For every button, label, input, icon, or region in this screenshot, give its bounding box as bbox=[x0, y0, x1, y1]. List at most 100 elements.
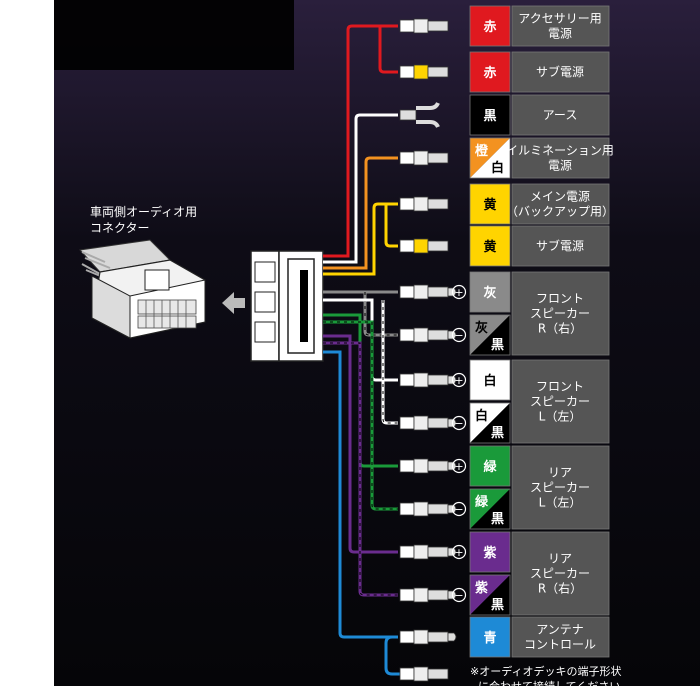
color-label-text: 黄 bbox=[483, 239, 496, 255]
color-label-text: 紫 bbox=[483, 545, 496, 561]
color-label-box: 緑 bbox=[469, 445, 511, 487]
flat-terminal-icon bbox=[399, 64, 449, 80]
function-label-text: R（右） bbox=[538, 321, 582, 336]
polarity-sign: − bbox=[454, 503, 463, 516]
note-line2: に合わせて接続してください。 bbox=[478, 679, 631, 693]
color-label-box: 紫 bbox=[469, 531, 511, 573]
color-label-box: 黄 bbox=[469, 225, 511, 267]
vehicle-connector-illustration bbox=[78, 239, 206, 339]
color-label-text: 緑 bbox=[475, 494, 489, 510]
terminals-layer: +−+−+−+− bbox=[399, 18, 467, 682]
color-label-text: 青 bbox=[483, 630, 496, 646]
wire-antenna-loop bbox=[384, 635, 400, 676]
plus-polarity-icon bbox=[451, 284, 467, 300]
wire-stripe-12 bbox=[323, 321, 398, 510]
wire-10 bbox=[381, 300, 398, 425]
color-label-box: 橙白 bbox=[469, 137, 511, 179]
function-label-text: スピーカー bbox=[530, 307, 590, 321]
function-label-box: サブ電源 bbox=[511, 225, 610, 267]
polarity-sign: − bbox=[454, 589, 463, 602]
function-label-box: アース bbox=[511, 94, 610, 136]
wires-layer bbox=[323, 24, 400, 676]
function-label-text: スピーカー bbox=[530, 395, 590, 409]
function-label-text: サブ電源 bbox=[536, 238, 584, 253]
polarity-sign: + bbox=[454, 546, 463, 559]
bullet-terminal-icon bbox=[399, 587, 457, 603]
minus-polarity-icon bbox=[451, 415, 467, 431]
harness-connector bbox=[250, 250, 324, 362]
bullet-terminal-icon bbox=[399, 284, 457, 300]
color-label-box: 赤 bbox=[469, 5, 511, 47]
polarity-sign: − bbox=[454, 417, 463, 430]
function-label-text: 電源 bbox=[548, 27, 572, 41]
function-label-box: メイン電源（バックアップ用） bbox=[506, 183, 614, 225]
color-label-box: 紫黒 bbox=[469, 574, 511, 616]
connector-title-line2: コネクター bbox=[90, 221, 150, 235]
flat-terminal-icon bbox=[399, 238, 449, 254]
function-label-text: フロント bbox=[536, 292, 584, 306]
wire-stripe-8 bbox=[364, 292, 398, 336]
color-label-box: 緑黒 bbox=[469, 488, 511, 530]
function-label-text: サブ電源 bbox=[536, 64, 584, 79]
function-label-text: メイン電源 bbox=[530, 190, 590, 204]
direction-arrow-icon bbox=[222, 292, 245, 314]
fork-terminal-icon bbox=[399, 102, 440, 128]
bullet-terminal-icon bbox=[399, 415, 457, 431]
polarity-sign: + bbox=[454, 286, 463, 299]
wire-stripe-10 bbox=[382, 300, 398, 424]
wire-3 bbox=[323, 113, 398, 264]
color-label-text: 灰 bbox=[475, 320, 488, 336]
color-label-box: 黄 bbox=[469, 183, 511, 225]
flat-terminal-icon bbox=[399, 666, 449, 682]
wire-6 bbox=[384, 204, 398, 248]
color-label-box: 赤 bbox=[469, 51, 511, 93]
wire-1 bbox=[323, 24, 398, 258]
function-labels-layer: アクセサリー用電源サブ電源アースイルミネーション用電源メイン電源（バックアップ用… bbox=[506, 5, 614, 658]
minus-polarity-icon bbox=[451, 327, 467, 343]
bullet-terminal-icon bbox=[399, 501, 457, 517]
color-label-text: 赤 bbox=[483, 19, 496, 35]
function-label-text: （バックアップ用） bbox=[506, 205, 614, 219]
color-label-text: 橙 bbox=[475, 143, 489, 159]
function-label-text: スピーカー bbox=[530, 567, 590, 581]
color-label-box: 白黒 bbox=[469, 402, 511, 444]
function-label-text: アース bbox=[543, 108, 578, 122]
function-label-text: L（左） bbox=[539, 495, 582, 510]
function-label-text: スピーカー bbox=[530, 481, 590, 495]
color-label-box: 灰黒 bbox=[469, 314, 511, 356]
color-label-text: 緑 bbox=[483, 459, 497, 475]
wire-5 bbox=[323, 202, 398, 276]
function-label-box: サブ電源 bbox=[511, 51, 610, 93]
bullet-terminal-icon bbox=[399, 629, 457, 645]
polarity-sign: + bbox=[454, 374, 463, 387]
plus-polarity-icon bbox=[451, 372, 467, 388]
polarity-sign: − bbox=[454, 329, 463, 342]
flat-terminal-icon bbox=[399, 150, 449, 166]
function-label-text: L（左） bbox=[539, 409, 582, 424]
wire-13 bbox=[323, 334, 398, 554]
color-label-text: 黄 bbox=[483, 197, 496, 213]
panel-shadow bbox=[54, 0, 294, 70]
stripe-label-text: 黒 bbox=[491, 597, 504, 613]
flat-terminal-icon bbox=[399, 196, 449, 212]
connector-title-line1: 車両側オーディオ用 bbox=[90, 204, 197, 219]
function-label-text: リア bbox=[548, 466, 572, 480]
color-label-text: 灰 bbox=[483, 285, 496, 301]
plus-polarity-icon bbox=[451, 544, 467, 560]
bullet-terminal-icon bbox=[399, 458, 457, 474]
stripe-label-text: 黒 bbox=[491, 425, 504, 441]
bullet-terminal-icon bbox=[399, 544, 457, 560]
color-label-box: 白 bbox=[469, 359, 511, 401]
stripe-label-text: 黒 bbox=[491, 511, 504, 527]
function-label-text: イルミネーション用 bbox=[506, 144, 614, 158]
color-label-text: 紫 bbox=[475, 580, 488, 596]
color-label-text: 白 bbox=[483, 373, 496, 389]
function-label-text: リア bbox=[548, 552, 572, 566]
minus-polarity-icon bbox=[451, 587, 467, 603]
